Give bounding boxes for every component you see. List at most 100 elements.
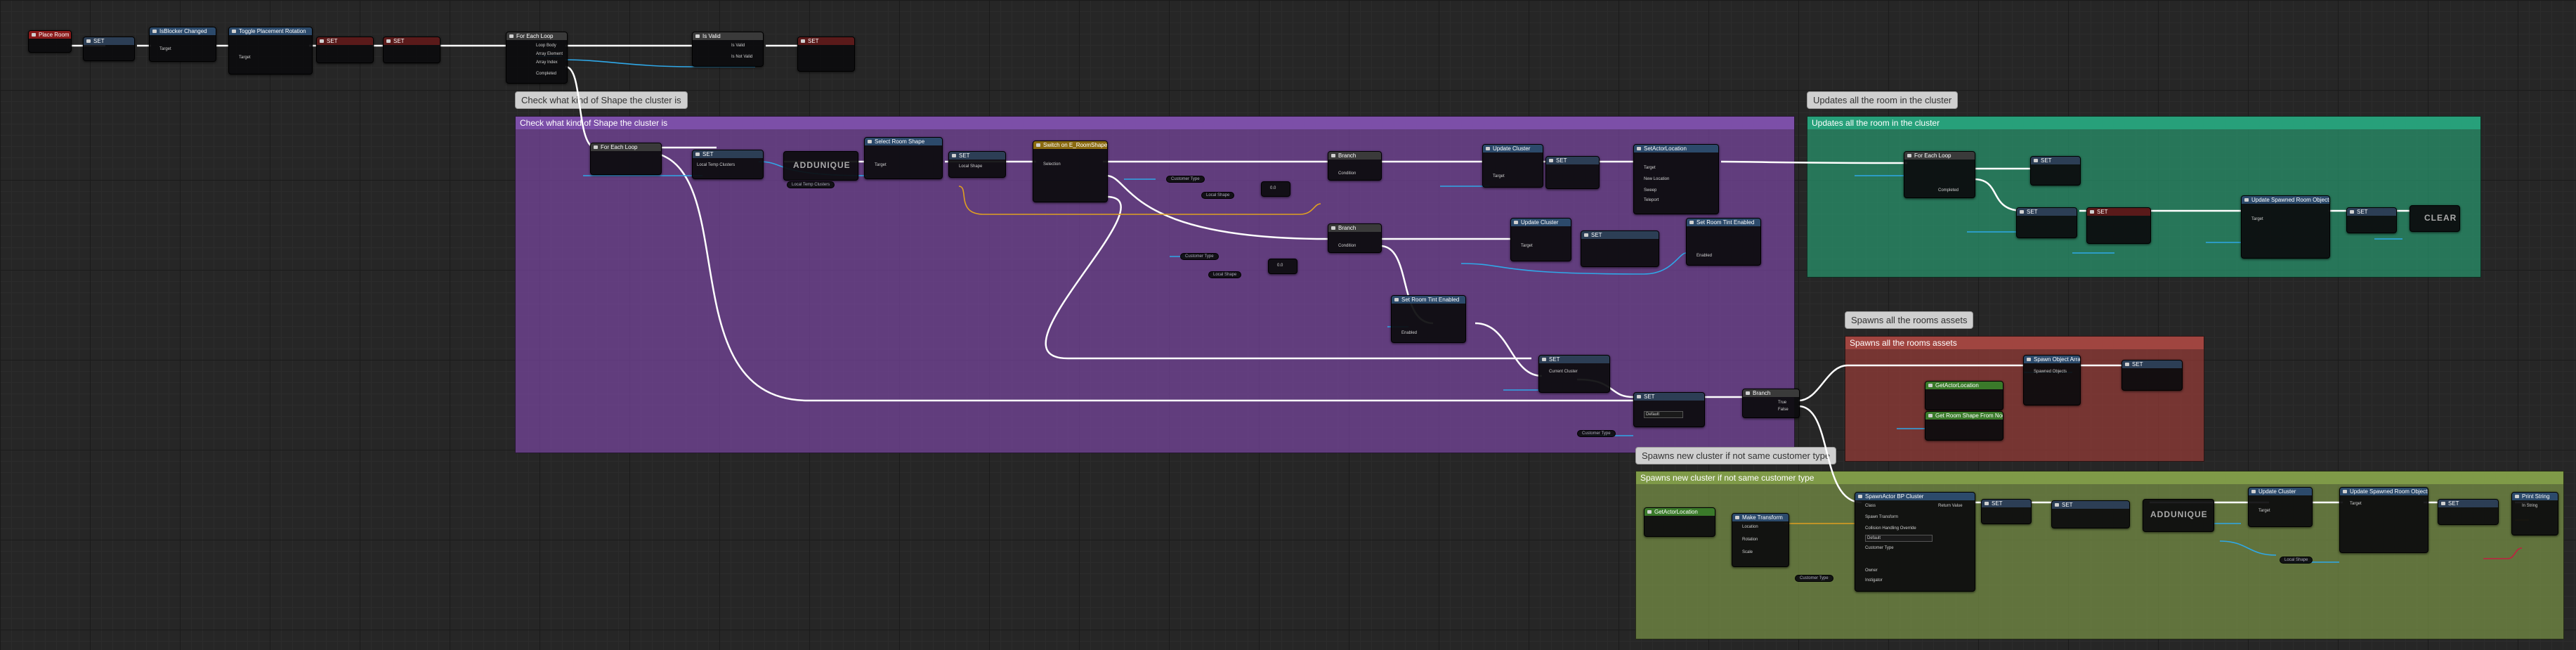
set-node-red[interactable]: SET bbox=[2121, 360, 2183, 391]
return-value-label: Return Value bbox=[1938, 504, 1963, 508]
set-room-node[interactable]: SET bbox=[2030, 156, 2081, 186]
customer-type-getter-olive[interactable]: Customer Type bbox=[1795, 575, 1833, 582]
set-node-teal-3[interactable]: SET bbox=[2346, 207, 2397, 233]
toggle-placement-node[interactable]: Toggle Placement Rotation Target bbox=[228, 27, 313, 74]
add-unique-label-2: ADDUNIQUE bbox=[2150, 509, 2208, 519]
set-cluster-node[interactable]: SET bbox=[1545, 156, 1600, 189]
spawned-objects-label: Spawned Objects bbox=[2034, 370, 2067, 374]
is-blocked-changed-title: IsBlocker Changed bbox=[150, 27, 216, 35]
get-actor-location-node-2[interactable]: GetActorLocation bbox=[1644, 507, 1715, 537]
for-each-loop-node-2[interactable]: For Each Loop bbox=[590, 143, 662, 175]
set-local-clusters-title: SET bbox=[693, 150, 763, 158]
spawn-object-node[interactable]: Spawn Object Array Spawned Objects bbox=[2023, 355, 2081, 405]
print-string-node[interactable]: Print String In String bbox=[2511, 492, 2558, 535]
set-node-olive-2-title: SET bbox=[2052, 501, 2129, 509]
exec-wires bbox=[70, 44, 2529, 504]
set-node-teal-2[interactable]: SET bbox=[2086, 207, 2151, 244]
is-valid-title: Is Valid bbox=[693, 32, 763, 40]
collision-select[interactable]: Default bbox=[1865, 535, 1933, 542]
customer-type-getter-3[interactable]: Customer Type bbox=[1577, 430, 1616, 437]
default-select[interactable]: Default bbox=[1644, 411, 1683, 418]
set-variable-title: SET bbox=[84, 37, 134, 45]
set-current-cluster-node[interactable]: SET Current Cluster bbox=[1538, 355, 1610, 393]
zero-value: 0.0 bbox=[1270, 186, 1276, 190]
event-place-room-node[interactable]: Place Room bbox=[28, 30, 72, 53]
scale-label: Scale bbox=[1742, 550, 1753, 554]
select-room-shape-node[interactable]: Select Room Shape Target bbox=[864, 137, 943, 179]
set-room-tint-title: Set Room Tint Enabled bbox=[1687, 219, 1760, 226]
get-actor-location-node[interactable]: GetActorLocation bbox=[1925, 381, 2003, 410]
set-cluster-title: SET bbox=[1546, 157, 1599, 164]
local-temp-clusters-getter[interactable]: Local Temp Clusters bbox=[787, 181, 835, 188]
set-node-olive-2[interactable]: SET bbox=[2051, 500, 2130, 528]
branch-1-title: Branch bbox=[1328, 152, 1381, 160]
target-label: Target bbox=[1521, 244, 1533, 248]
clear-array-node[interactable]: CLEAR bbox=[2410, 205, 2460, 232]
target-label: Target bbox=[875, 163, 887, 167]
select-room-shape-title: Select Room Shape bbox=[865, 138, 942, 145]
set-node-olive-1[interactable]: SET bbox=[1981, 499, 2032, 524]
is-valid-node[interactable]: Is Valid Is Valid Is Not Valid bbox=[692, 32, 764, 67]
for-each-loop-node[interactable]: For Each Loop Loop Body Array Element Ar… bbox=[506, 32, 568, 84]
equal-node-2[interactable]: 0.0 bbox=[1268, 259, 1297, 274]
set-actor-location-title: SetActorLocation bbox=[1634, 145, 1718, 152]
switch-room-shape-node[interactable]: Switch on E_RoomShape Selection bbox=[1033, 141, 1108, 202]
set-node-olive-1-title: SET bbox=[1982, 500, 2031, 507]
customer-type-getter-2[interactable]: Customer Type bbox=[1180, 253, 1219, 260]
make-transform-node[interactable]: Make Transform Location Rotation Scale bbox=[1732, 513, 1789, 567]
set-node-bottom[interactable]: SET Default bbox=[1633, 392, 1705, 427]
local-temp-clusters-label: Local Temp Clusters bbox=[697, 163, 735, 167]
add-unique-node[interactable]: ADDUNIQUE bbox=[783, 151, 858, 181]
branch-node-3[interactable]: Branch True False bbox=[1742, 389, 1800, 418]
update-spawned-room-node[interactable]: Update Spawned Room Objects Target bbox=[2241, 195, 2330, 259]
update-cluster-node-2[interactable]: Update Cluster Target bbox=[1510, 218, 1571, 261]
set-node-4[interactable]: SET bbox=[797, 37, 855, 72]
array-element-label: Array Element bbox=[536, 52, 563, 56]
set-node-olive-3-title: SET bbox=[2438, 500, 2498, 507]
add-unique-node-2[interactable]: ADDUNIQUE bbox=[2143, 499, 2214, 532]
update-spawned-room-node-2[interactable]: Update Spawned Room Objects Target bbox=[2339, 487, 2428, 553]
set-node-teal-1[interactable]: SET bbox=[2016, 207, 2077, 238]
exec-wire bbox=[1798, 405, 1862, 504]
set-actor-location-node[interactable]: SetActorLocation Target New Location Swe… bbox=[1633, 144, 1719, 214]
get-actor-location-title: GetActorLocation bbox=[1926, 382, 2003, 389]
customer-type-getter-1[interactable]: Customer Type bbox=[1166, 176, 1205, 183]
true-label: True bbox=[1778, 401, 1787, 405]
target-label: Target bbox=[1493, 174, 1505, 178]
set-node-2[interactable]: SET bbox=[316, 37, 374, 63]
local-shape-getter-2[interactable]: Local Shape bbox=[1208, 271, 1242, 278]
spawn-actor-cluster-node[interactable]: SpawnActor BP Cluster Class Spawn Transf… bbox=[1855, 492, 1975, 592]
comment-spawn-cluster-title: Spawns new cluster if not same customer … bbox=[1636, 472, 2563, 484]
customer-type-label: Customer Type bbox=[1865, 546, 1894, 550]
toggle-placement-title: Toggle Placement Rotation bbox=[229, 27, 312, 35]
set-local-shape-node[interactable]: SET Local Shape bbox=[948, 151, 1006, 178]
exec-wire bbox=[565, 65, 594, 149]
comment-update-rooms[interactable]: Updates all the room in the cluster bbox=[1807, 116, 2481, 278]
set-node-3[interactable]: SET bbox=[383, 37, 440, 63]
for-each-loop-node-3[interactable]: For Each Loop Completed bbox=[1904, 151, 1975, 198]
switch-room-shape-title: Switch on E_RoomShape bbox=[1033, 141, 1107, 149]
equal-node-1[interactable]: 0.0 bbox=[1261, 181, 1290, 197]
exec-wire bbox=[660, 153, 1633, 402]
update-cluster-node-1[interactable]: Update Cluster Target bbox=[1482, 144, 1543, 188]
object-wire bbox=[2219, 540, 2277, 556]
branch-node-2[interactable]: Branch Condition bbox=[1328, 223, 1382, 253]
set-room-tint-node-2[interactable]: Set Room Tint Enabled Enabled bbox=[1391, 295, 1466, 343]
set-cluster-node-2[interactable]: SET bbox=[1581, 230, 1659, 267]
location-label: Location bbox=[1742, 525, 1758, 529]
set-node-olive-3[interactable]: SET bbox=[2438, 499, 2499, 525]
update-cluster-2-title: Update Cluster bbox=[1511, 219, 1571, 226]
local-shape-getter[interactable]: Local Shape bbox=[1201, 192, 1235, 199]
misc-wire bbox=[2483, 547, 2523, 559]
set-room-tint-node[interactable]: Set Room Tint Enabled Enabled bbox=[1686, 218, 1761, 266]
is-blocked-changed-node[interactable]: IsBlocker Changed Target bbox=[149, 27, 216, 62]
update-cluster-node-3[interactable]: Update Cluster Target bbox=[2248, 487, 2313, 527]
branch-node-1[interactable]: Branch Condition bbox=[1328, 151, 1382, 181]
set-local-clusters-node[interactable]: SET Local Temp Clusters bbox=[692, 150, 764, 179]
set-variable-node[interactable]: SET bbox=[83, 37, 135, 61]
class-label: Class bbox=[1865, 504, 1876, 508]
get-room-shape-node[interactable]: Get Room Shape From Node bbox=[1925, 411, 2003, 441]
local-shape-getter-olive[interactable]: Local Shape bbox=[2280, 557, 2313, 564]
target-label: Target bbox=[239, 56, 251, 60]
set-node-teal-2-title: SET bbox=[2087, 208, 2150, 216]
